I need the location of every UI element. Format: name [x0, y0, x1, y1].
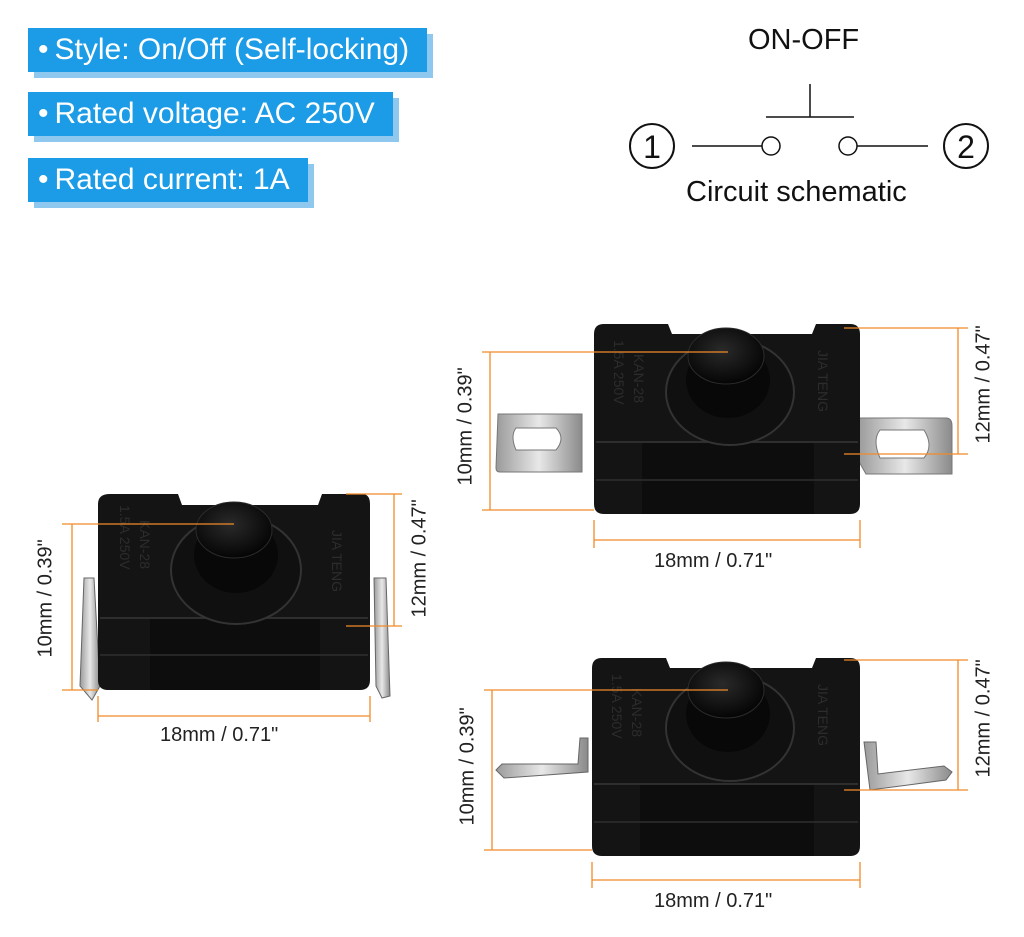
body-height-label-top-right: 12mm / 0.47": [972, 325, 995, 444]
marking-model: KAN-28: [631, 354, 647, 403]
spec-voltage-text: Rated voltage: AC 250V: [54, 97, 375, 130]
bullet: •: [38, 97, 49, 130]
marking-model: KAN-28: [137, 520, 153, 569]
switch-top-right: 1.5A 250V KAN-28 JIA TENG: [495, 324, 953, 514]
bullet: •: [38, 33, 49, 66]
terminal-2-label: 2: [957, 129, 975, 165]
body-height-label-bottom-right: 12mm / 0.47": [972, 659, 995, 778]
marking-rating: 1.5A 250V: [609, 674, 625, 739]
body-side-lower: [150, 618, 320, 690]
body-side-lower: [642, 442, 814, 514]
marking-brand: JIA TENG: [815, 684, 831, 746]
spec-current-text: Rated current: 1A: [54, 163, 290, 196]
marking-rating: 1.5A 250V: [117, 505, 133, 570]
pin-left: [495, 737, 589, 779]
spec-badge-current: •Rated current: 1A: [28, 158, 308, 202]
body-height-label-left: 12mm / 0.47": [408, 499, 431, 618]
marking-rating: 1.5A 250V: [611, 340, 627, 405]
circuit-schematic: 1 2: [629, 84, 989, 169]
switch-bottom-right: 1.5A 250V KAN-28 JIA TENG: [495, 658, 953, 856]
tab-left: [495, 413, 583, 473]
width-label-top-right: 18mm / 0.71": [654, 550, 773, 572]
contact-left: [761, 136, 781, 156]
height-label-top-right: 10mm / 0.39": [454, 367, 477, 486]
terminal-1-label: 1: [643, 129, 661, 165]
contact-right: [838, 136, 858, 156]
marking-brand: JIA TENG: [329, 530, 345, 592]
tab-right: [857, 417, 953, 475]
terminal-2-circle: [943, 123, 989, 169]
width-label-left: 18mm / 0.71": [160, 724, 279, 746]
spec-badge-style: •Style: On/Off (Self-locking): [28, 28, 428, 72]
pin-right: [373, 577, 391, 699]
bullet: •: [38, 163, 49, 196]
pin-right: [863, 741, 953, 791]
spec-badge-voltage: •Rated voltage: AC 250V: [28, 92, 393, 136]
body-side-lower: [640, 784, 814, 856]
knob-top: [687, 327, 765, 385]
marking-model: KAN-28: [629, 688, 645, 737]
terminal-1-circle: [629, 123, 675, 169]
height-label-left: 10mm / 0.39": [34, 539, 57, 658]
schematic-caption: Circuit schematic: [686, 176, 907, 208]
pin-left: [79, 577, 101, 701]
knob-top: [195, 501, 273, 559]
schematic-state-label: ON-OFF: [748, 24, 860, 56]
marking-brand: JIA TENG: [815, 350, 831, 412]
dimension-lines: [62, 327, 968, 888]
switch-left: 1.5A 250V KAN-28 JIA TENG: [79, 494, 391, 701]
height-label-bottom-right: 10mm / 0.39": [456, 707, 479, 826]
width-label-bottom-right: 18mm / 0.71": [654, 890, 773, 912]
spec-style-text: Style: On/Off (Self-locking): [54, 33, 410, 66]
